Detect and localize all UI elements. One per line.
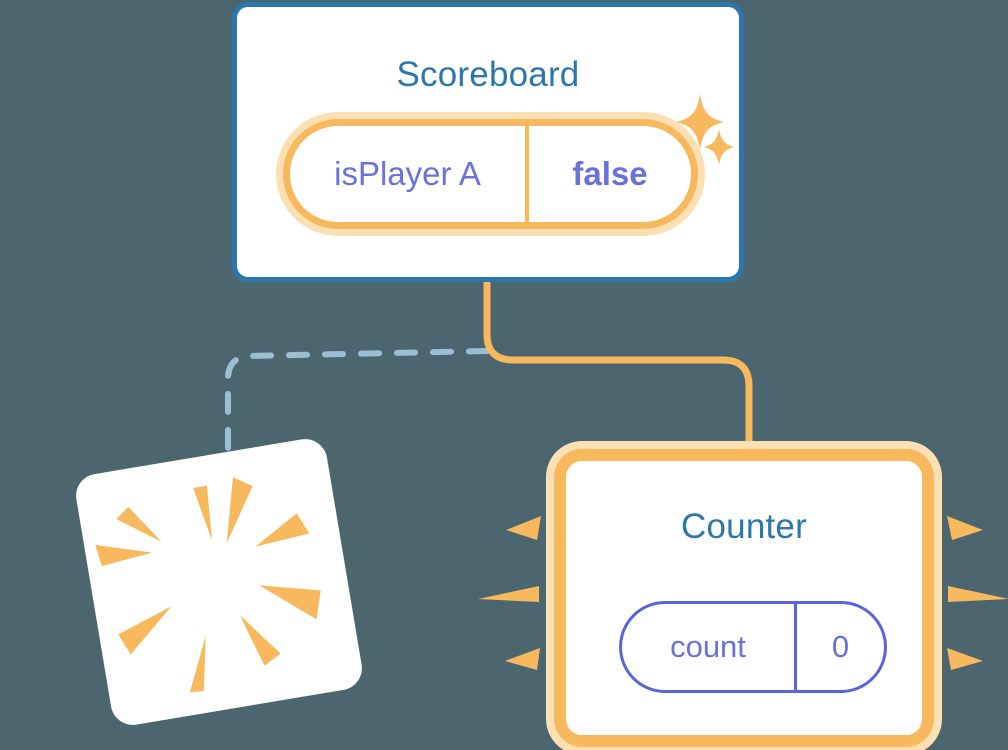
counter-state-key: count: [622, 604, 797, 690]
counter-title: Counter: [681, 507, 807, 546]
counter-burst-ray-right: [947, 648, 983, 670]
burst-ray: [226, 477, 253, 544]
counter-burst-ray-right: [947, 516, 983, 540]
burst-ray: [259, 585, 321, 620]
scoreboard-state-key: isPlayer A: [290, 126, 529, 222]
burst-ray: [118, 606, 172, 655]
counter-state-pill[interactable]: count 0: [619, 601, 887, 693]
counter-burst-ray-left: [478, 586, 539, 602]
scoreboard-title: Scoreboard: [396, 55, 580, 94]
counter-burst-ray-left: [506, 516, 541, 540]
counter-burst-ray-right: [948, 586, 1008, 602]
burst-ray: [116, 506, 162, 542]
scoreboard-card[interactable]: Scoreboard isPlayer A false: [232, 2, 744, 282]
counter-burst-ray-left: [505, 648, 540, 670]
scoreboard-state-value: false: [572, 155, 648, 192]
burst-ray: [255, 513, 310, 547]
scoreboard-state-pill[interactable]: isPlayer A false: [283, 119, 698, 229]
flash-card[interactable]: [72, 435, 366, 729]
burst-ray: [95, 544, 153, 567]
burst-ray: [193, 485, 213, 541]
counter-card[interactable]: Counter count 0: [554, 449, 934, 747]
counter-state-value: 0: [831, 629, 850, 664]
flash-card-burst-icon: [95, 477, 321, 693]
connector-solid-path: [483, 282, 753, 462]
burst-ray: [189, 635, 206, 693]
burst-ray: [239, 615, 281, 666]
